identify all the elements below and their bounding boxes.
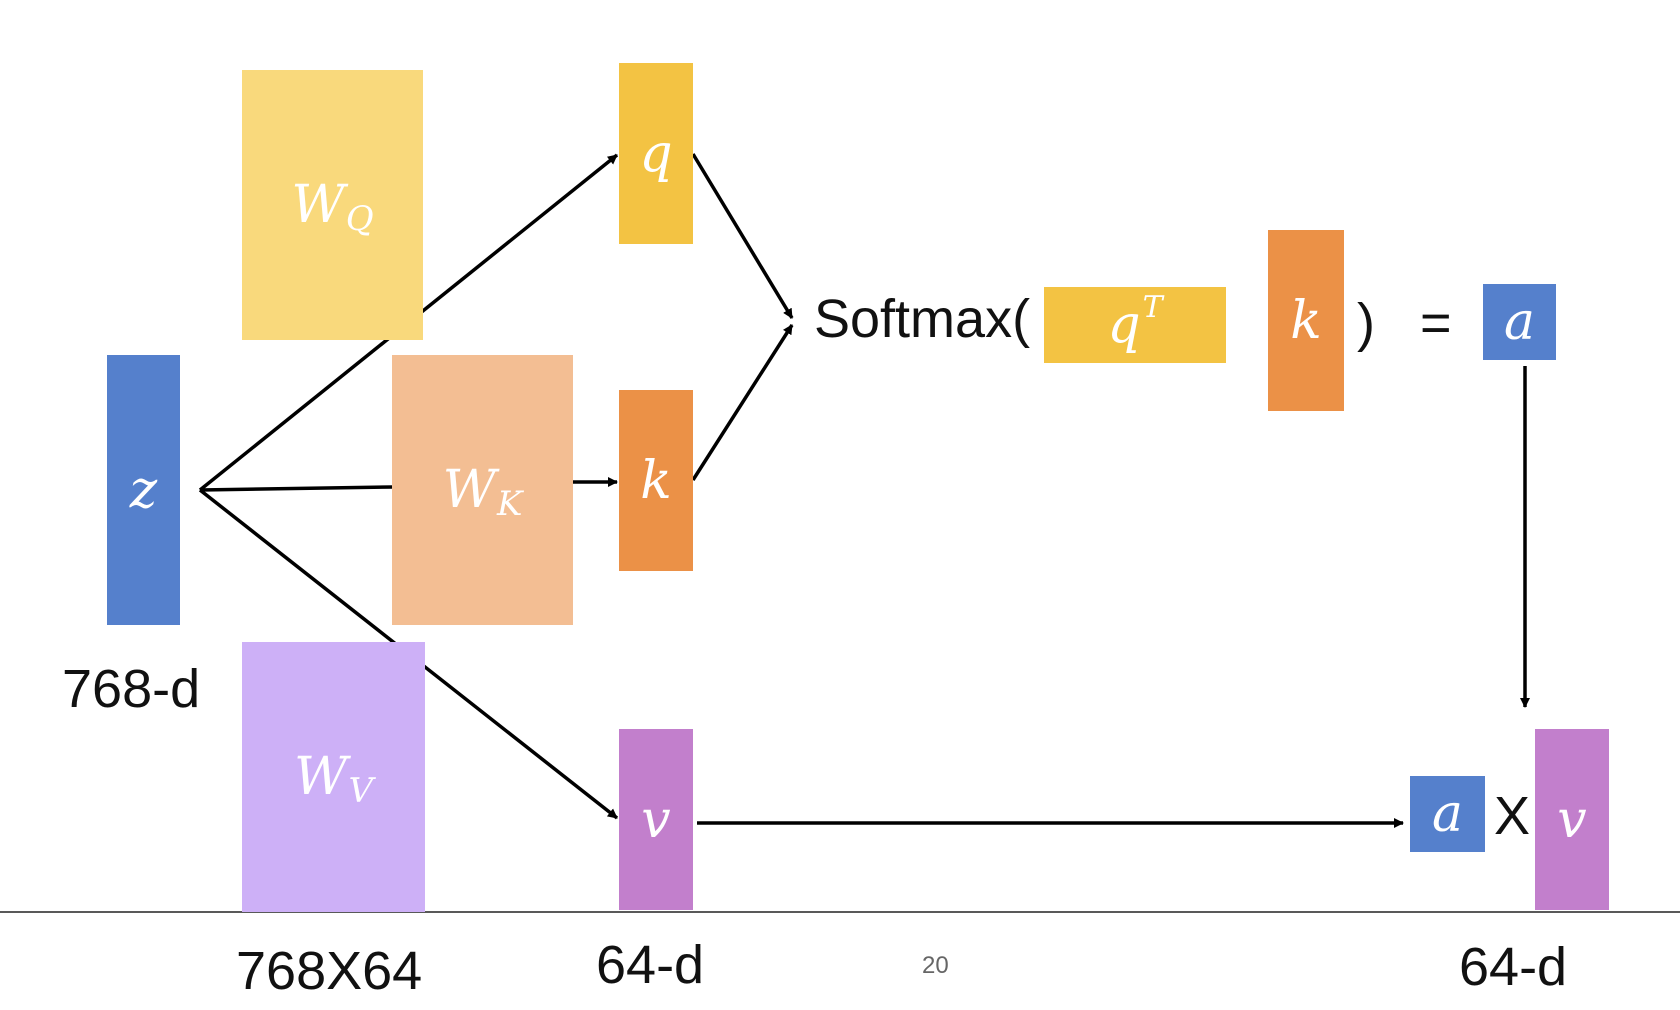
arrow-q-to-softmax [691,153,794,319]
times-sign: X [1494,786,1531,846]
z-dimension-label: 768-d [62,659,201,719]
v-vector: v [619,729,693,910]
v-mult-symbol: v [1557,789,1587,850]
w-dimension-label: 768X64 [236,941,423,1001]
equals-sign: = [1420,293,1452,353]
k-symbol: k [640,450,672,511]
k-formula-symbol: k [1290,290,1322,351]
line-z-to-wk [199,485,394,492]
k-vector: k [619,390,693,571]
v-symbol: v [641,789,671,850]
wk-base: W [442,460,497,520]
a-output: a [1483,284,1556,360]
v-mult: v [1535,729,1609,910]
a-output-symbol: a [1503,292,1535,352]
wv-sub: V [348,771,373,811]
a-mult-symbol: a [1431,784,1463,844]
a-mult: a [1410,776,1485,852]
output-dimension-label: 64-d [1459,937,1568,997]
wq-base: W [291,175,345,235]
page-number: 20 [922,952,949,979]
softmax-close: ) [1357,293,1375,353]
qkv-dimension-label: 64-d [596,935,705,995]
softmax-open: Softmax( [814,289,1031,349]
z-vector: z [107,355,180,625]
qt-base: q [1107,295,1141,355]
arrow-k-to-softmax [691,324,794,481]
k-formula-vector: k [1268,230,1344,411]
z-symbol: z [129,460,158,520]
wk-sub: K [497,484,523,524]
wv-base: W [293,747,348,807]
qt-sup: T [1142,289,1163,325]
wq-sub: Q [345,199,374,239]
q-symbol: q [639,123,673,184]
q-vector: q [619,63,693,244]
